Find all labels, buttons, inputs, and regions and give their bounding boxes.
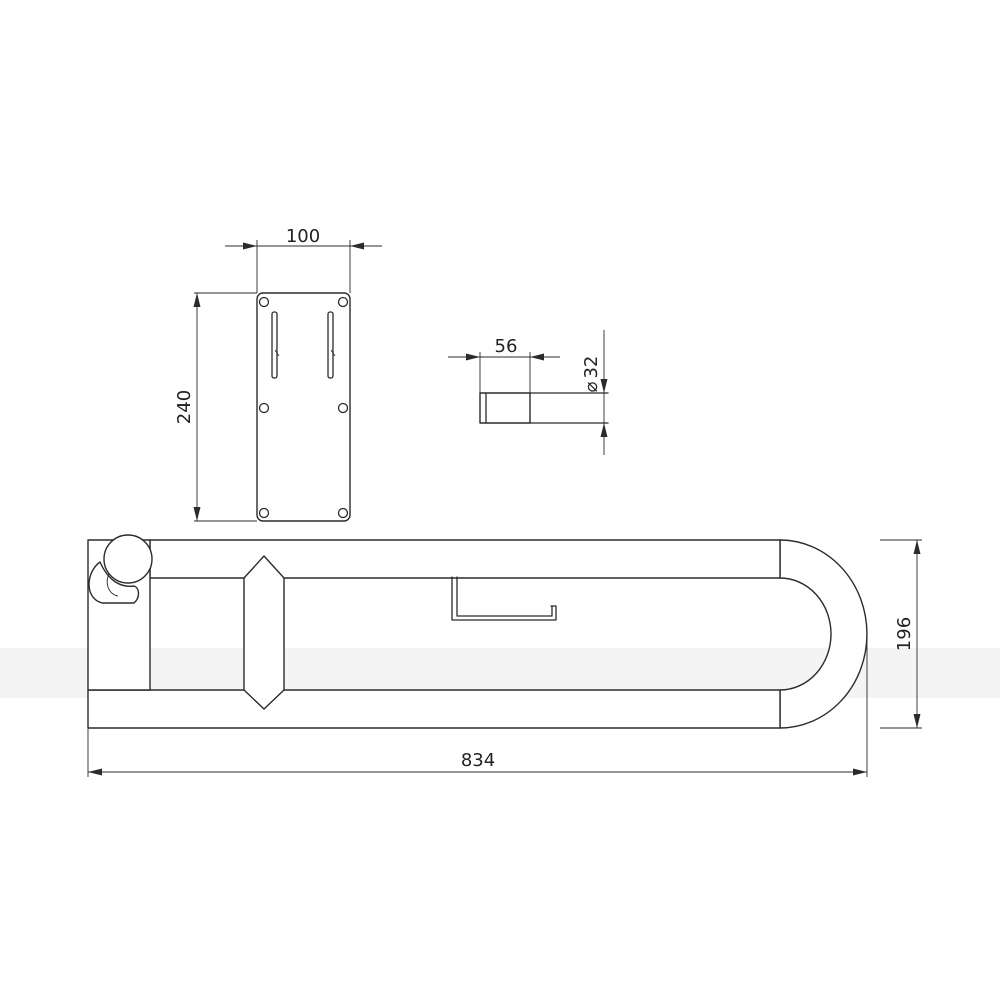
tube-detail-view: 56 ⌀ 32: [448, 330, 609, 455]
rail-length-dimension: 834: [87, 634, 868, 777]
stub-length-label: 56: [495, 336, 518, 357]
screw-hole: [337, 402, 349, 414]
wall-plate-view: 100 240: [174, 226, 382, 522]
mounting-slot: [327, 311, 334, 379]
plate-width-label: 100: [286, 226, 320, 247]
plate-width-dimension: 100: [225, 226, 382, 293]
rail-collar: [243, 555, 285, 710]
paper-holder: [451, 576, 557, 621]
plate-height-dimension: 240: [174, 292, 257, 522]
tube-diameter-label: 32: [581, 356, 602, 379]
mounting-slots: [271, 311, 336, 379]
plate-height-label: 240: [174, 390, 195, 424]
wall-plate: [256, 292, 351, 522]
screw-holes: [258, 296, 349, 519]
rail-height-label: 196: [894, 617, 915, 651]
tube-diameter-dimension: ⌀ 32: [581, 330, 608, 455]
rail-lower-tube: [87, 689, 781, 729]
svg-text:⌀32: ⌀ 32: [581, 356, 602, 393]
hinge-knob: [88, 534, 153, 604]
hinge-knob-cap: [103, 534, 153, 584]
rail-length-label: 834: [461, 750, 495, 771]
diameter-symbol: ⌀: [581, 381, 602, 392]
stub-length-dimension: 56: [448, 336, 560, 393]
rail-u-bend: [779, 539, 868, 729]
screw-hole: [258, 296, 270, 308]
screw-hole: [258, 402, 270, 414]
tube-end-cap: [479, 392, 531, 424]
mounting-slot: [271, 311, 278, 379]
rail-upper-tube: [149, 539, 781, 579]
screw-hole: [337, 507, 349, 519]
rail-height-dimension: 196: [880, 539, 922, 729]
hinge-lever: [88, 561, 140, 604]
folding-rail-view: 196 834: [87, 534, 922, 777]
screw-hole: [258, 507, 270, 519]
screw-hole: [337, 296, 349, 308]
